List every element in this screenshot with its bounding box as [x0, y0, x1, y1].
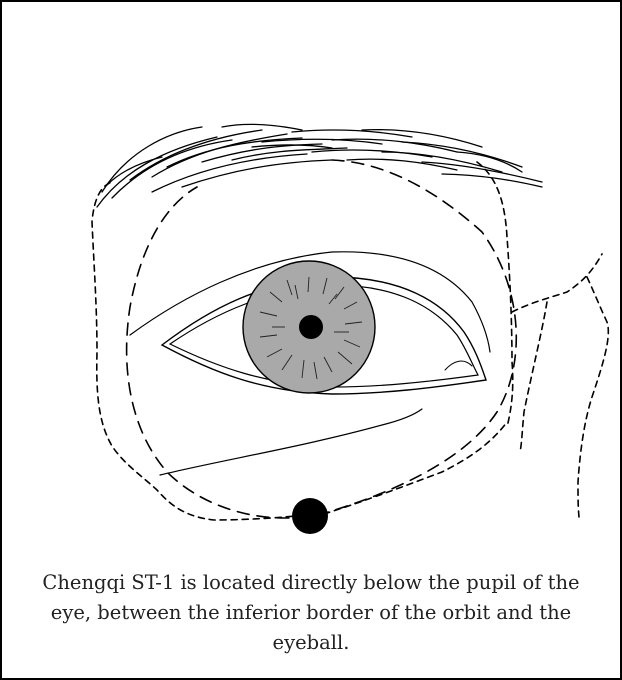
temple-outline-dashed: [477, 162, 513, 427]
nose-bridge-dashed: [578, 277, 608, 517]
eye-illustration: [2, 2, 620, 562]
iris-group: [243, 261, 375, 393]
pupil: [299, 315, 323, 339]
cheek-outline-dashed: [324, 422, 507, 514]
caption: Chengqi ST-1 is located directly below t…: [22, 568, 600, 658]
acupoint-chengqi-st1: [292, 498, 328, 534]
nose-side-dashed: [520, 302, 547, 452]
lower-lid-line: [160, 409, 422, 475]
eyebrow: [97, 124, 542, 207]
nose-outline-dashed: [512, 254, 602, 312]
tear-duct: [445, 361, 472, 370]
